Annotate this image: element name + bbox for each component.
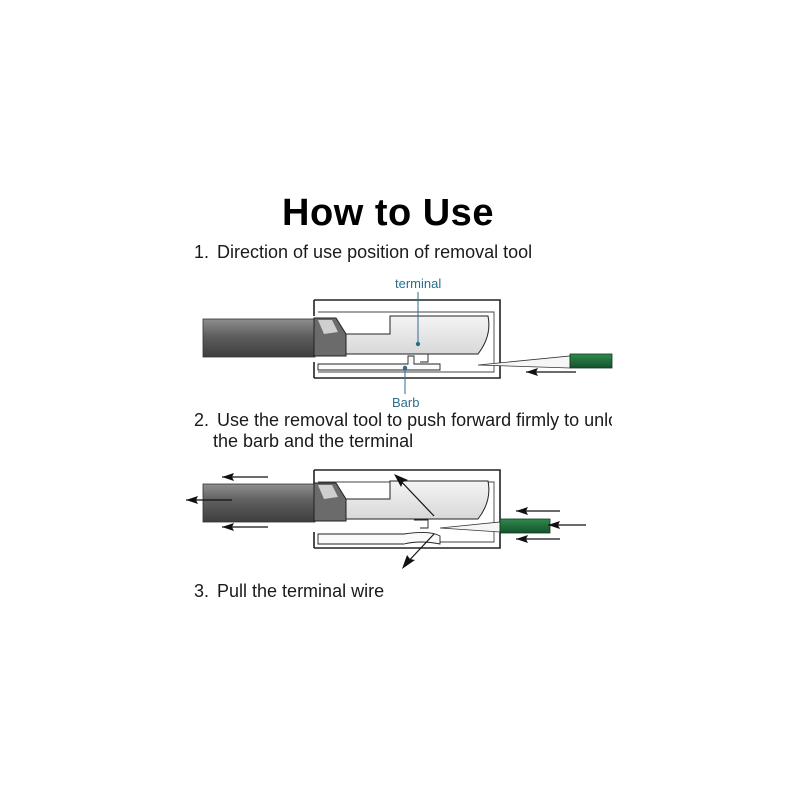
removal-tool-tip-2 bbox=[439, 521, 501, 533]
crimp-highlight bbox=[318, 320, 338, 334]
push-arrow-bottom-2-head bbox=[516, 535, 528, 543]
crimp-highlight-2 bbox=[318, 485, 338, 499]
step-1-text: Direction of use position of removal too… bbox=[217, 242, 533, 262]
removal-tool-handle-2 bbox=[499, 518, 551, 534]
pull-arrow-mid-head bbox=[186, 496, 198, 504]
terminal-body-2 bbox=[345, 480, 490, 520]
removal-tool-tip bbox=[477, 355, 571, 369]
terminal-callout-dot bbox=[415, 341, 421, 347]
removal-tool-handle bbox=[569, 353, 613, 369]
wire bbox=[202, 318, 316, 358]
barb-callout-dot bbox=[402, 365, 408, 371]
pull-arrow-top-head bbox=[222, 473, 234, 481]
barb-notch bbox=[414, 353, 429, 363]
step-3: 3. Pull the terminal wire bbox=[194, 581, 384, 602]
housing-outline bbox=[313, 299, 501, 379]
barb-notch-2 bbox=[414, 519, 429, 529]
terminal-callout-label: terminal bbox=[395, 276, 442, 291]
step-3-number: 3. bbox=[194, 581, 210, 601]
barb-callout-label: Barb bbox=[392, 395, 420, 410]
pull-arrow-bottom-head bbox=[222, 523, 234, 531]
step-3-text: Pull the terminal wire bbox=[217, 581, 385, 601]
step-2-number: 2. bbox=[194, 410, 210, 430]
step-1: 1. Direction of use position of removal t… bbox=[194, 242, 532, 263]
step-1-number: 1. bbox=[194, 242, 210, 262]
wire-2 bbox=[202, 483, 316, 523]
step-2: 2. Use the removal tool to push forward f… bbox=[194, 410, 612, 452]
unlock-arrow-down-head bbox=[402, 555, 415, 569]
terminal-body bbox=[345, 315, 490, 355]
barb bbox=[317, 355, 441, 371]
diagram-1 bbox=[202, 292, 613, 394]
step-2-text-line1: Use the removal tool to push forward fir… bbox=[217, 410, 612, 430]
push-arrow-mid-2-head bbox=[548, 521, 560, 529]
push-arrow-top-2-head bbox=[516, 507, 528, 515]
page-title: How to Use bbox=[282, 192, 494, 234]
housing-inner-line bbox=[318, 311, 495, 373]
barb-deflected bbox=[317, 531, 441, 545]
push-arrow-head bbox=[526, 368, 538, 376]
diagram-2 bbox=[186, 469, 586, 569]
step-2-text-line2: the barb and the terminal bbox=[213, 431, 414, 451]
unlock-arrow-up-head bbox=[394, 474, 408, 487]
